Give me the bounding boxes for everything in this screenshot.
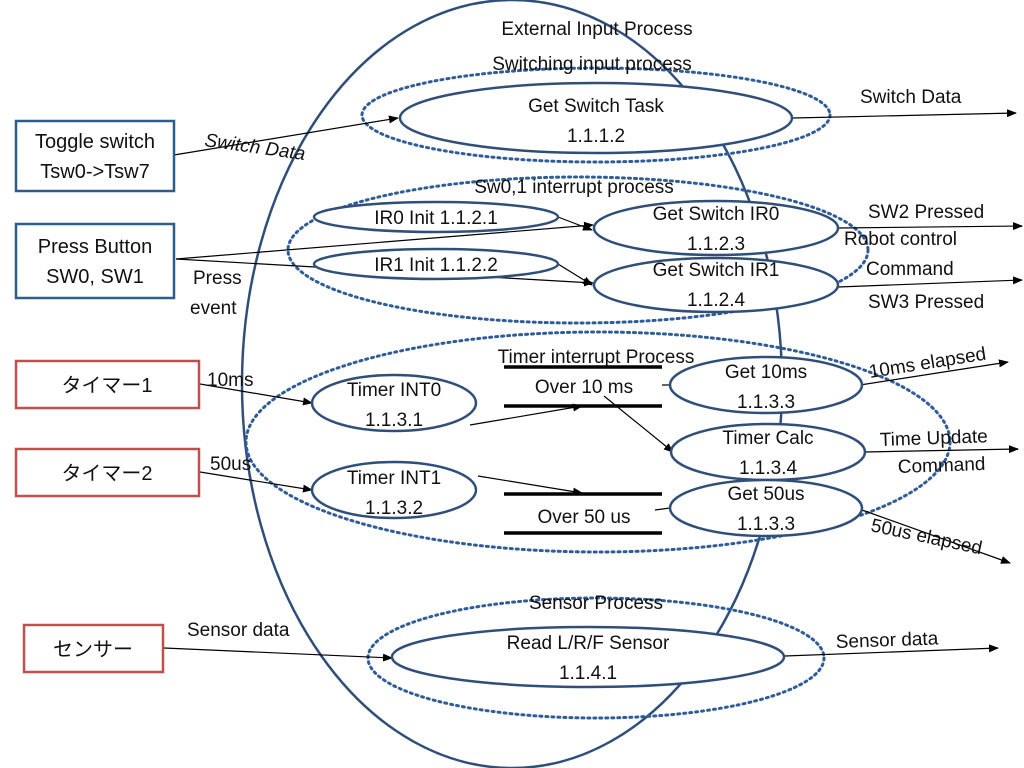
flow-label-sw2-pressed: SW2 Pressed [868,202,984,223]
flow-get-switch-out [792,109,1017,119]
store-over-10ms-label: Over 10 ms [535,377,633,398]
external-timer2 [14,447,201,498]
interrupt-group-label: Sw0,1 interrupt process [474,177,674,198]
process-get-50us [668,478,864,538]
process-timer-int1-id: 1.1.3.2 [365,498,423,519]
switching-group-label: Switching input process [492,54,692,75]
external-timer1 [14,359,201,410]
process-timer-int1 [310,460,478,520]
external-press-button-line1: Press Button [38,236,153,258]
flow-label-press-2: event [190,298,237,319]
flow-get50us-out [861,509,1011,564]
external-press-button-line2: SW0, SW1 [46,266,144,288]
flow-label-50us-elapsed: 50us elapsed [869,515,984,559]
flow-sensor-to-read [163,647,393,662]
process-get-10ms-name: Get 10ms [725,362,807,383]
external-sensor [22,623,165,674]
flow-ir1-init-to-ir1 [557,263,593,286]
process-get-switch-ir0-id: 1.1.2.3 [687,234,745,255]
flow-timer-calc-out [864,445,1019,454]
process-ir1-init-label: IR1 Init 1.1.2.2 [374,255,498,276]
store-over-50us-label: Over 50 us [538,507,631,528]
process-timer-int0-name: Timer INT0 [347,380,441,401]
process-get-50us-name: Get 50us [727,484,804,505]
process-timer-int0 [310,373,478,433]
flow-int1-to-over50us [477,475,583,496]
flow-label-sensor-data-in: Sensor data [187,620,290,641]
flow-press-to-ir0 [175,221,594,260]
external-timer2-label: タイマー2 [61,462,152,485]
interrupt-group-boundary [286,175,870,325]
process-ir0-init [312,200,560,234]
process-timer-int1-name: Timer INT1 [347,468,441,489]
external-sensor-label: センサー [53,639,133,661]
external-press-button [14,222,176,300]
flow-label-10ms-elapsed: 10ms elapsed [867,344,987,383]
flow-label-command-2: Command [897,454,985,478]
process-read-sensor-name: Read L/R/F Sensor [507,633,670,654]
flow-toggle-to-get-switch [173,115,399,156]
process-read-sensor [390,625,786,689]
flow-label-command-1: Command [866,259,954,280]
flow-ir0-init-to-ir0 [557,216,593,231]
flow-read-out [784,644,999,657]
flow-ir1-out [837,276,1023,288]
timer-group-boundary [244,330,952,554]
timer-group-label: Timer interrupt Process [498,347,695,368]
flow-label-press-1: Press [193,268,242,289]
process-ir1-init [312,247,560,281]
external-toggle-switch-line2: Tsw0->Tsw7 [40,161,149,183]
flow-label-10ms: 10ms [207,370,253,391]
flow-int0-to-over10ms [469,403,583,426]
sensor-group-label: Sensor Process [529,593,663,614]
external-toggle-switch [14,119,176,193]
flow-timer1-to-int0 [199,383,313,406]
external-timer1-label: タイマー1 [61,374,152,397]
process-timer-calc-name: Timer Calc [722,428,813,449]
process-get-switch-task-name: Get Switch Task [528,96,664,117]
flow-label-sensor-data-out: Sensor data [835,628,939,653]
flow-ir0-out [837,222,1023,231]
switching-group-boundary [360,66,832,164]
process-timer-calc-id: 1.1.3.4 [739,458,798,479]
sensor-group-boundary [366,596,826,720]
flow-over50us-to-get50us [654,507,671,511]
process-get-switch-ir0 [592,199,840,257]
process-get-switch-ir1 [592,256,840,314]
process-get-switch-ir1-name: Get Switch IR1 [653,260,780,281]
process-ir0-init-label: IR0 Init 1.1.2.1 [374,208,498,229]
process-get-switch-task [398,81,794,155]
process-get-switch-ir1-id: 1.1.2.4 [687,290,746,311]
external-toggle-switch-line1: Toggle switch [35,131,155,153]
process-get-switch-ir0-name: Get Switch IR0 [653,204,780,225]
process-timer-int0-id: 1.1.3.1 [365,410,423,431]
flow-get10ms-out [859,359,1009,386]
process-get-10ms-id: 1.1.3.3 [737,392,795,413]
flow-label-time-update: Time Update [879,426,988,451]
flow-label-robot-control: Robot control [844,229,957,250]
flow-label-switch-data-out: Switch Data [860,87,962,108]
process-read-sensor-id: 1.1.4.1 [559,663,617,684]
flow-label-sw3-pressed: SW3 Pressed [868,292,984,313]
flow-label-50us: 50us [210,454,251,475]
process-get-50us-id: 1.1.3.3 [737,514,795,535]
flow-timer2-to-int1 [199,471,313,493]
diagram-title: External Input Process [501,19,692,40]
process-get-10ms [668,355,864,415]
process-get-switch-task-id: 1.1.1.2 [567,126,625,147]
